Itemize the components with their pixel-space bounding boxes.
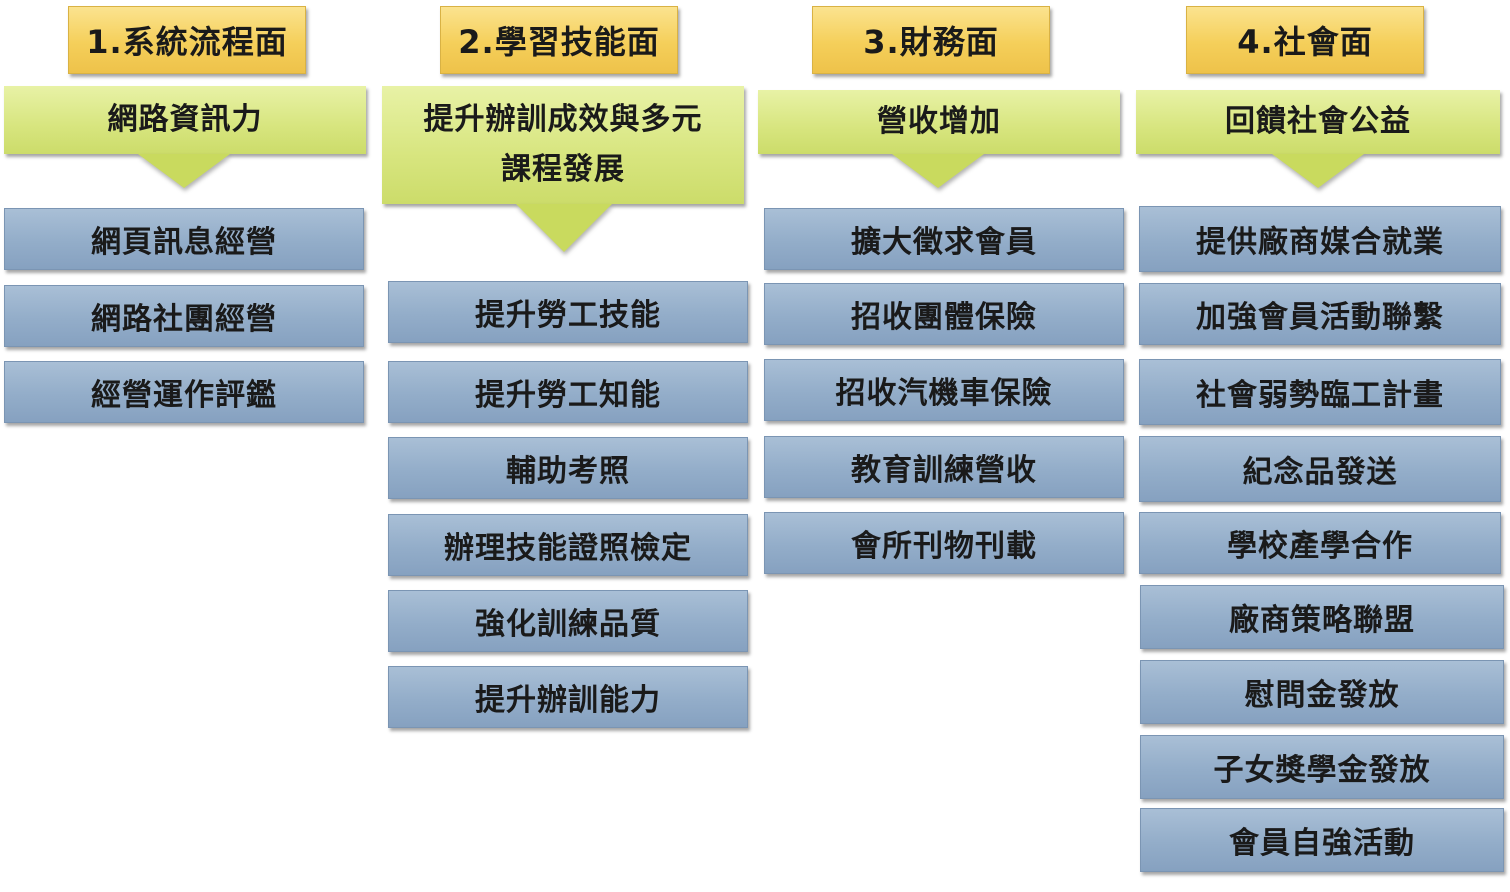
item-condolence-payment: 慰問金發放 <box>1140 660 1504 724</box>
item-web-message: 網頁訊息經營 <box>4 208 364 270</box>
item-labor-skills: 提升勞工技能 <box>388 281 748 343</box>
item-certification-test: 辦理技能證照檢定 <box>388 514 748 576</box>
down-arrow-icon <box>1272 154 1364 188</box>
header-system-process: 1.系統流程面 <box>68 6 306 74</box>
header-finance: 3.財務面 <box>812 6 1050 74</box>
header-social: 4.社會面 <box>1186 6 1424 74</box>
item-training-revenue: 教育訓練營收 <box>764 436 1124 498</box>
item-souvenirs: 紀念品發送 <box>1139 436 1501 502</box>
item-group-insurance: 招收團體保險 <box>764 283 1124 345</box>
item-network-community: 網路社團經營 <box>4 285 364 347</box>
item-publication-ads: 會所刊物刊載 <box>764 512 1124 574</box>
item-strategic-alliance: 廠商策略聯盟 <box>1140 585 1504 649</box>
category-training-effectiveness: 提升辦訓成效與多元 課程發展 <box>382 86 744 204</box>
item-job-matching: 提供廠商媒合就業 <box>1139 206 1501 272</box>
item-school-cooperation: 學校產學合作 <box>1139 512 1501 574</box>
item-training-capacity: 提升辦訓能力 <box>388 666 748 728</box>
item-operation-review: 經營運作評鑑 <box>4 361 364 423</box>
item-scholarship: 子女獎學金發放 <box>1140 735 1504 799</box>
category-revenue-increase: 營收增加 <box>758 90 1120 154</box>
category-network-info: 網路資訊力 <box>4 86 366 154</box>
category-social-welfare: 回饋社會公益 <box>1136 90 1500 154</box>
item-vehicle-insurance: 招收汽機車保險 <box>764 359 1124 421</box>
down-arrow-icon <box>138 154 230 188</box>
item-training-quality: 強化訓練品質 <box>388 590 748 652</box>
item-exam-assistance: 輔助考照 <box>388 437 748 499</box>
down-arrow-icon <box>516 204 612 252</box>
item-member-activities: 加強會員活動聯繫 <box>1139 283 1501 345</box>
item-disadvantaged-workers: 社會弱勢臨工計畫 <box>1139 359 1501 425</box>
item-member-outing: 會員自強活動 <box>1140 808 1504 872</box>
down-arrow-icon <box>892 154 984 188</box>
item-labor-knowledge: 提升勞工知能 <box>388 361 748 423</box>
header-learning-skills: 2.學習技能面 <box>440 6 678 74</box>
item-member-recruitment: 擴大徵求會員 <box>764 208 1124 270</box>
